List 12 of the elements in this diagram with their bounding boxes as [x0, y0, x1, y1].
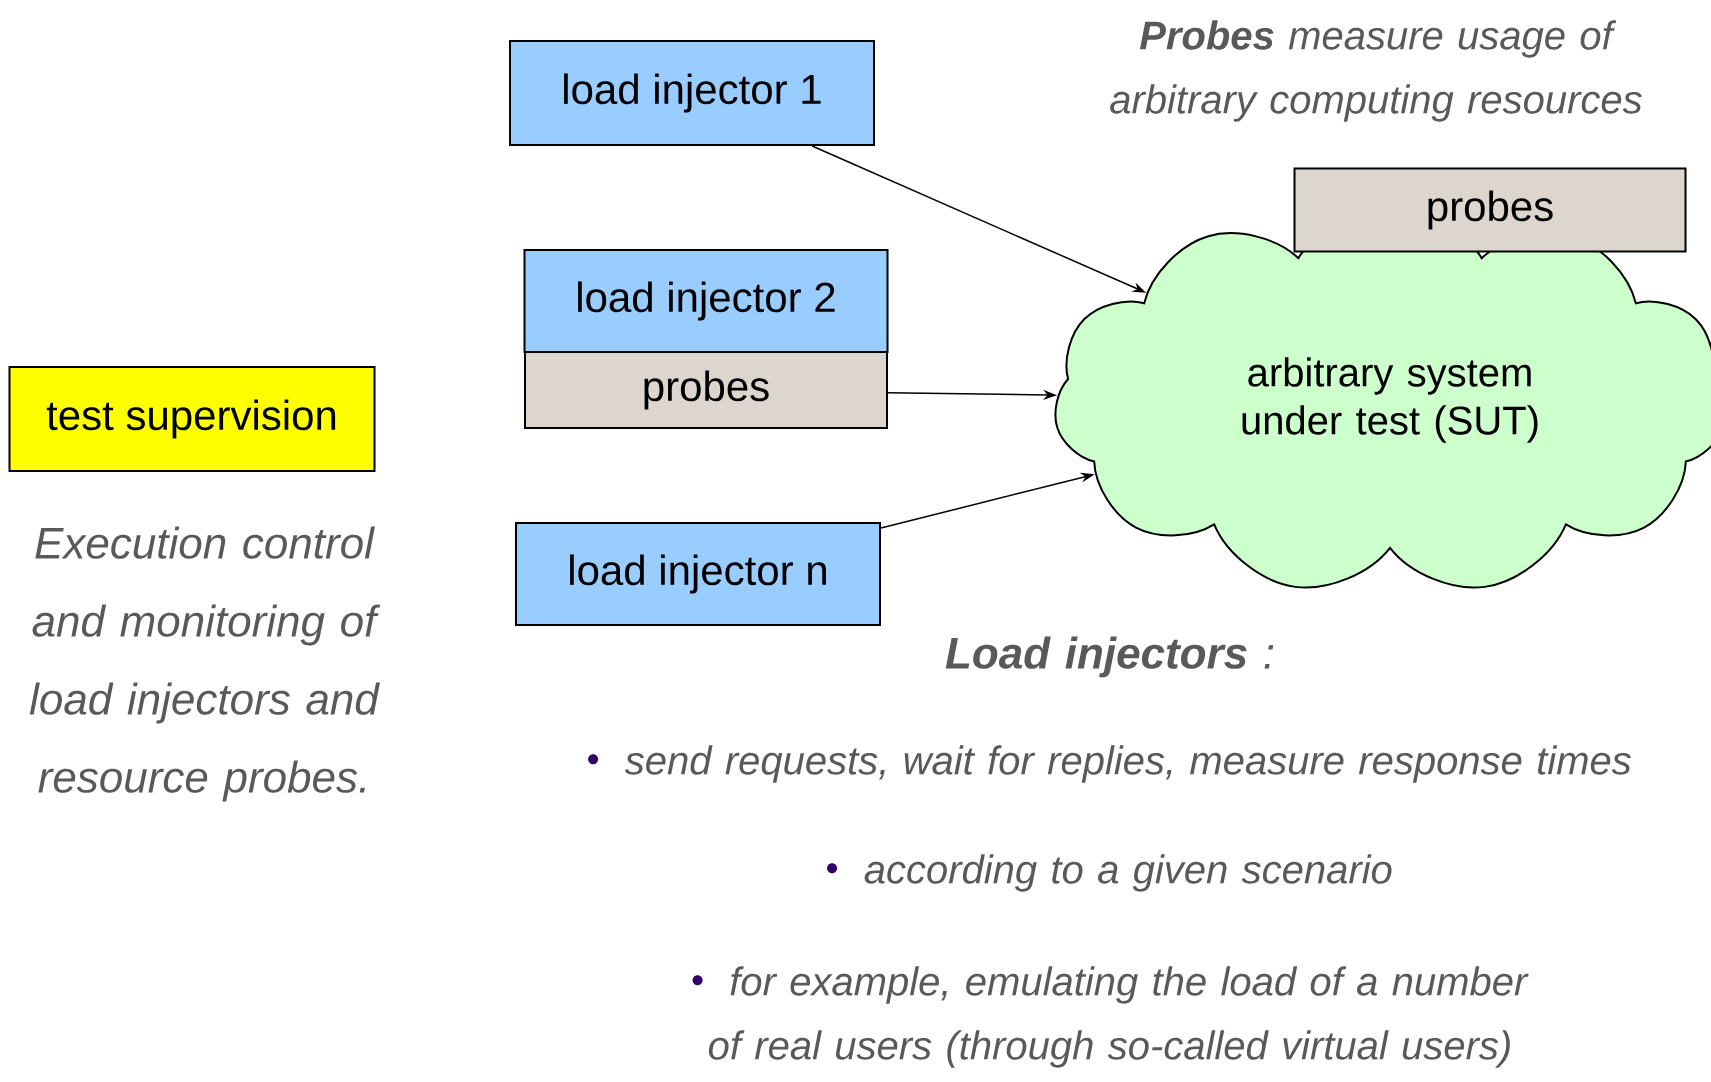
bullet-text: according to a given scenario	[864, 854, 1392, 892]
load-injector-box: load injector n	[515, 522, 881, 626]
load-injector-box: load injector 1	[509, 40, 875, 146]
bullet-text: send requests, wait for replies, measure response times	[624, 745, 1631, 783]
supervision-box: test supervision	[8, 366, 376, 472]
load-injector-box: load injector 2	[523, 249, 889, 353]
bullet-text: for example, emulating the load of a number of real users (through so-called virtual users)	[708, 966, 1529, 1068]
probes-box: probes	[524, 351, 888, 429]
probes-box: probes	[1293, 167, 1687, 253]
desc-text: Execution control and monitoring of load injectors and resource probes.	[29, 526, 381, 802]
heading-text: Load injectors :	[945, 636, 1274, 678]
desc-text: Probes measure usage of arbitrary computing resources	[1110, 20, 1642, 122]
